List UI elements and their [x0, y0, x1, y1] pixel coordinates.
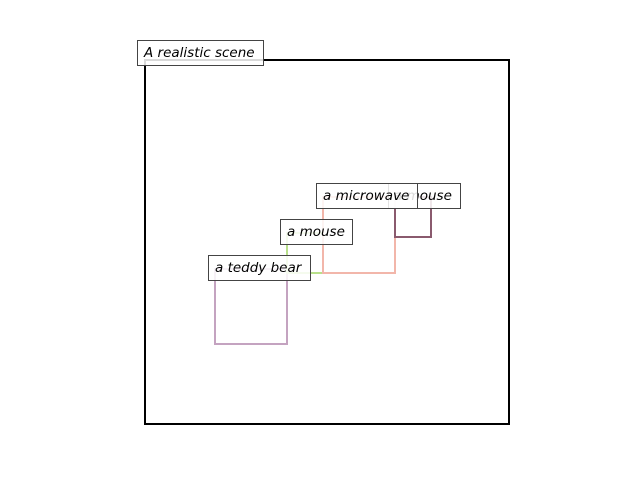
microwave-label: a microwave: [316, 183, 418, 209]
scene-frame: [144, 59, 510, 425]
mouse-label-1: a mouse: [280, 219, 353, 245]
teddy-bear-label: a teddy bear: [208, 255, 311, 281]
scene-title-label: A realistic scene: [137, 40, 264, 66]
